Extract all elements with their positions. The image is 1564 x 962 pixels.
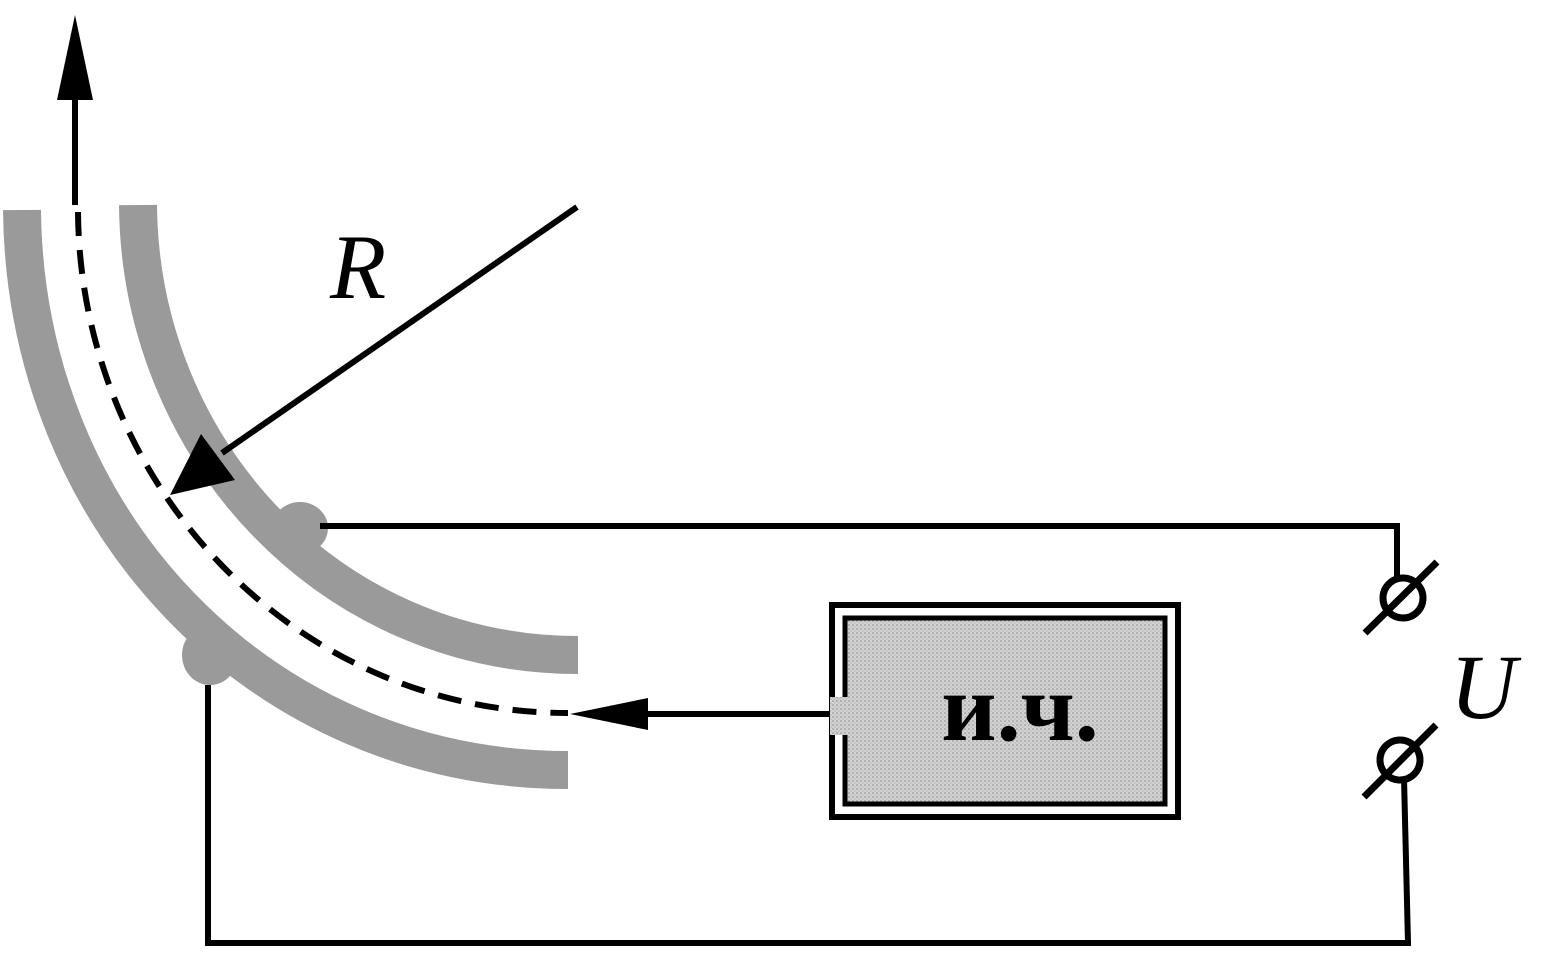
terminal-top [1362, 559, 1440, 636]
radius-arrow-shaft [220, 204, 579, 456]
terminal-bottom [1361, 722, 1439, 800]
source-label: и.ч. [941, 654, 1098, 761]
particle-trajectory [75, 211, 569, 716]
source-aperture [830, 697, 856, 735]
inner-plate-contact [272, 502, 328, 554]
injection-arrowhead [570, 698, 648, 730]
exit-arrowhead [57, 15, 93, 100]
wire-top [320, 523, 1400, 582]
inner-plate [119, 204, 579, 674]
outer-plate [3, 209, 569, 789]
radius-arrowhead [170, 434, 235, 495]
outer-plate-contact [182, 625, 238, 685]
radius-label: R [329, 216, 386, 318]
voltage-label: U [1450, 636, 1522, 738]
wire-bottom [205, 685, 1412, 946]
